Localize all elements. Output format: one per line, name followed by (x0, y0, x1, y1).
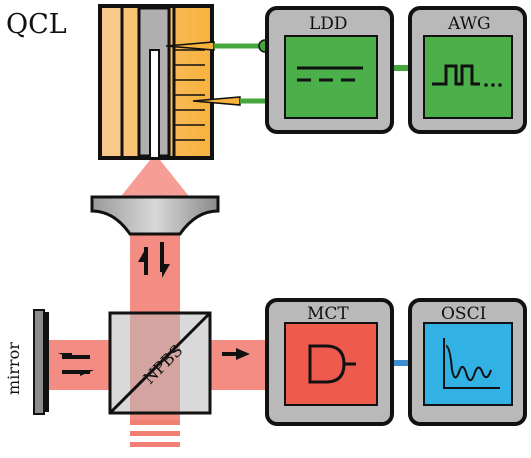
oscilloscope-axes-icon (443, 338, 500, 389)
npbs-cube: NPBS (108, 311, 212, 415)
mct-label: MCT (307, 304, 349, 324)
vertical-beam-arrows (138, 242, 170, 278)
npbs-diagonal (108, 311, 212, 415)
awg-box: AWG (408, 6, 527, 134)
horizontal-beam-arrows (58, 353, 94, 376)
horizontal-beam-right (210, 340, 265, 390)
osci-label: OSCI (441, 304, 486, 324)
osci-box: OSCI (408, 298, 527, 426)
awg-panel (423, 35, 513, 119)
oscilloscope-trace-icon (445, 345, 492, 382)
mct-panel (284, 322, 378, 406)
qcl-left-strip (102, 8, 122, 156)
beam-stripe-1 (130, 420, 180, 425)
arrow-to-mct (222, 348, 250, 360)
qcl-waveguide (149, 49, 160, 159)
osci-panel (423, 322, 513, 406)
mct-box: MCT (265, 298, 394, 426)
ldd-panel (284, 35, 378, 119)
awg-label: AWG (447, 14, 491, 34)
pulse-waveform-icon (432, 64, 480, 86)
qcl-ticks (174, 49, 205, 141)
ldd-box: LDD (265, 6, 394, 134)
qcl-device (98, 4, 241, 160)
ldd-label: LDD (309, 14, 348, 34)
detector-icon (308, 344, 356, 384)
horizontal-beam-left (48, 340, 110, 390)
lens (90, 195, 220, 236)
beam-stripe-2 (130, 431, 180, 436)
mirror-label: mirror (4, 342, 23, 395)
qcl-label: QCL (6, 9, 67, 40)
beam-stripe-3 (130, 442, 180, 447)
emission-cone (114, 160, 196, 205)
mirror: mirror (4, 309, 49, 415)
